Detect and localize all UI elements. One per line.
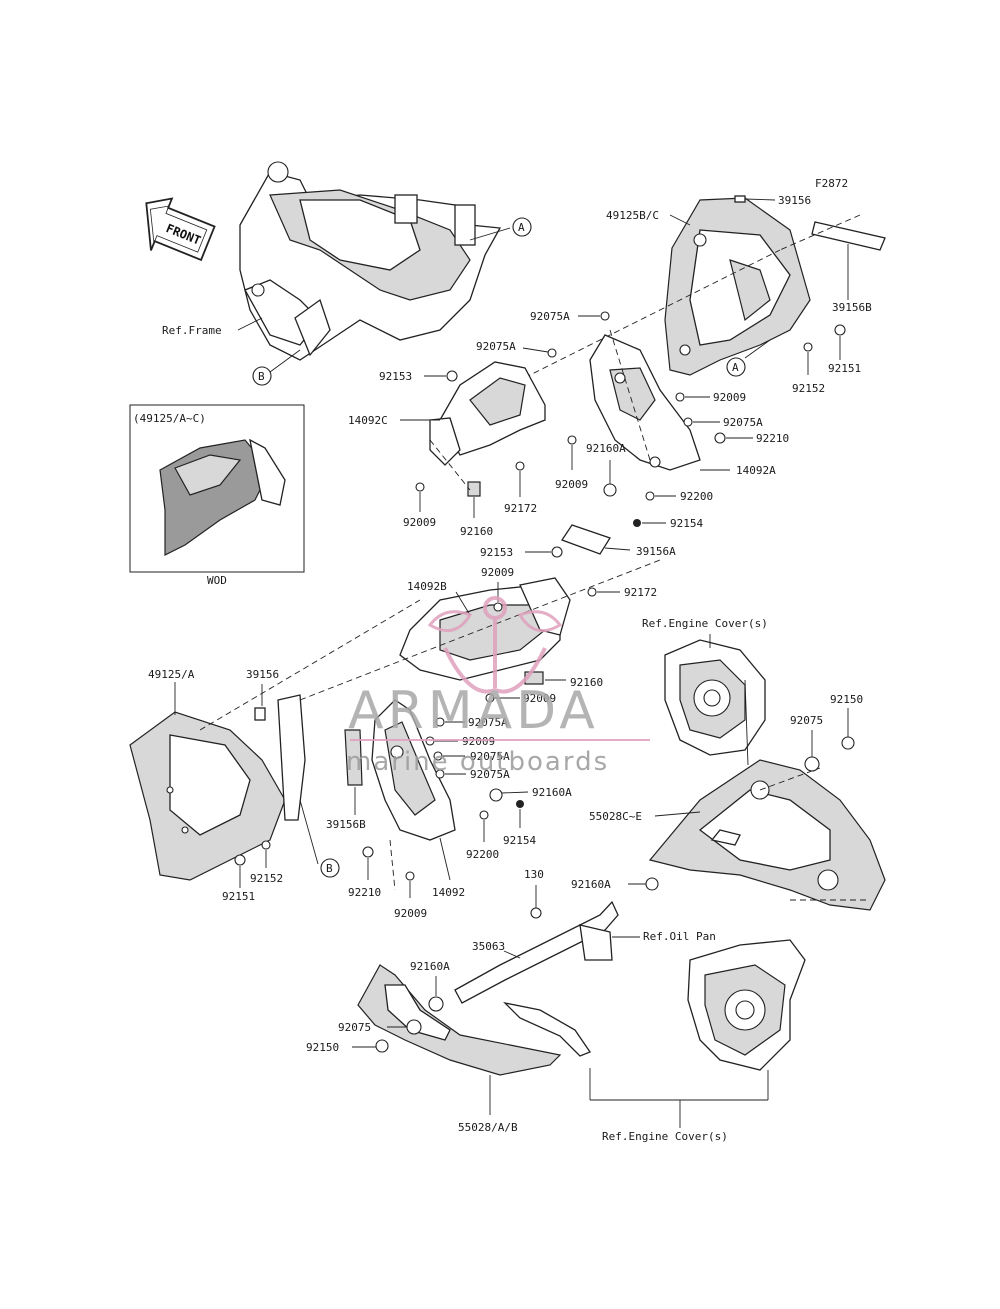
label-92075a-2: 92075A xyxy=(476,340,516,353)
tape-39156b-drawing xyxy=(811,221,886,251)
label-92075a-1: 92075A xyxy=(530,310,570,323)
ref-frame-label: Ref.Frame xyxy=(162,324,222,337)
label-92200-2: 92200 xyxy=(466,848,499,861)
label-92160-1: 92160 xyxy=(460,525,493,538)
cowl-55028ab-drawing xyxy=(357,964,562,1076)
label-92160-2: 92160 xyxy=(570,676,603,689)
label-92160a-4: 92160A xyxy=(410,960,450,973)
armada-watermark: ARMADA marine outboards xyxy=(346,596,650,777)
label-92075a-3: 92075A xyxy=(723,416,763,429)
label-92154-1: 92154 xyxy=(670,517,703,530)
cowl-49125bc-drawing xyxy=(664,197,811,376)
ref-engine-cover-bottom: Ref.Engine Cover(s) xyxy=(602,1130,728,1143)
label-55028ab: 55028/A/B xyxy=(458,1121,518,1134)
label-92152-top: 92152 xyxy=(792,382,825,395)
label-92009-7: 92009 xyxy=(394,907,427,920)
label-39156-mid: 39156 xyxy=(246,668,279,681)
label-92160a-1: 92160A xyxy=(586,442,626,455)
callout-b: B xyxy=(258,370,265,383)
label-39156-top: 39156 xyxy=(778,194,811,207)
label-92210-1: 92210 xyxy=(756,432,789,445)
inset-title: (49125/A~C) xyxy=(133,412,206,425)
label-39156b-top: 39156B xyxy=(832,301,872,314)
label-92075-1: 92075 xyxy=(790,714,823,727)
label-92151-top: 92151 xyxy=(828,362,861,375)
ref-engine-cover-top: Ref.Engine Cover(s) xyxy=(642,617,768,630)
label-92009-4: 92009 xyxy=(481,566,514,579)
watermark-tagline: marine outboards xyxy=(346,747,609,777)
label-14092b: 14092B xyxy=(407,580,447,593)
duct-14092c-drawing xyxy=(429,361,546,466)
duct-14092b-drawing xyxy=(399,577,571,681)
label-14092a: 14092A xyxy=(736,464,776,477)
label-130: 130 xyxy=(524,868,544,881)
callout-b-circle xyxy=(252,366,272,386)
label-92150-1: 92150 xyxy=(830,693,863,706)
tape-39156a-drawing xyxy=(561,524,611,555)
ref-oil-pan: Ref.Oil Pan xyxy=(643,930,716,943)
label-92009-1: 92009 xyxy=(403,516,436,529)
label-49125bc: 49125B/C xyxy=(606,209,659,222)
front-arrow-icon: FRONT xyxy=(145,197,216,262)
label-14092: 14092 xyxy=(432,886,465,899)
figure-code: F2872 xyxy=(815,177,848,190)
label-92153-1: 92153 xyxy=(379,370,412,383)
inset-cowl-drawing xyxy=(159,438,286,556)
tape-39156b-mid-drawing xyxy=(344,729,363,786)
label-92200-1: 92200 xyxy=(680,490,713,503)
label-49125a: 49125/A xyxy=(148,668,195,681)
label-92075a-4: 92075A xyxy=(468,716,508,729)
label-92160a-3: 92160A xyxy=(571,878,611,891)
label-92009-5: 92009 xyxy=(523,692,556,705)
label-92009-3: 92009 xyxy=(555,478,588,491)
label-92152-2: 92152 xyxy=(250,872,283,885)
label-39156b-mid: 39156B xyxy=(326,818,366,831)
label-55028ce: 55028C~E xyxy=(589,810,642,823)
callout-b2: B xyxy=(326,862,333,875)
label-92210-2: 92210 xyxy=(348,886,381,899)
bracket-35063-drawing xyxy=(454,900,619,1057)
label-92150-2: 92150 xyxy=(306,1041,339,1054)
frame-drawing xyxy=(239,161,502,361)
anchor-logo-icon xyxy=(427,596,563,694)
label-92172-1: 92172 xyxy=(504,502,537,515)
duct-14092-drawing xyxy=(371,699,456,841)
inset-caption: WOD xyxy=(207,574,227,587)
label-35063: 35063 xyxy=(472,940,505,953)
cowl-55028ce-drawing xyxy=(648,759,886,911)
callout-a2: A xyxy=(732,361,739,374)
label-92151-2: 92151 xyxy=(222,890,255,903)
label-39156a: 39156A xyxy=(636,545,676,558)
label-92154-2: 92154 xyxy=(503,834,536,847)
bracket-39156-drawing xyxy=(277,694,306,821)
label-92009-6: 92009 xyxy=(462,735,495,748)
callout-a: A xyxy=(518,221,525,234)
label-92172-2: 92172 xyxy=(624,586,657,599)
duct-14092a-drawing xyxy=(589,334,701,471)
label-92075-2: 92075 xyxy=(338,1021,371,1034)
watermark-brand: ARMADA xyxy=(348,681,599,741)
label-92160a-2: 92160A xyxy=(532,786,572,799)
label-92075a-6: 92075A xyxy=(470,768,510,781)
label-92075a-5: 92075A xyxy=(470,750,510,763)
callout-a-circle xyxy=(512,217,532,237)
label-92009-2: 92009 xyxy=(713,391,746,404)
label-92153-2: 92153 xyxy=(480,546,513,559)
engine-cover-bottom-drawing xyxy=(687,939,806,1071)
cowl-49125a-drawing xyxy=(129,711,286,881)
label-14092c: 14092C xyxy=(348,414,388,427)
engine-cover-top-drawing xyxy=(664,639,766,756)
